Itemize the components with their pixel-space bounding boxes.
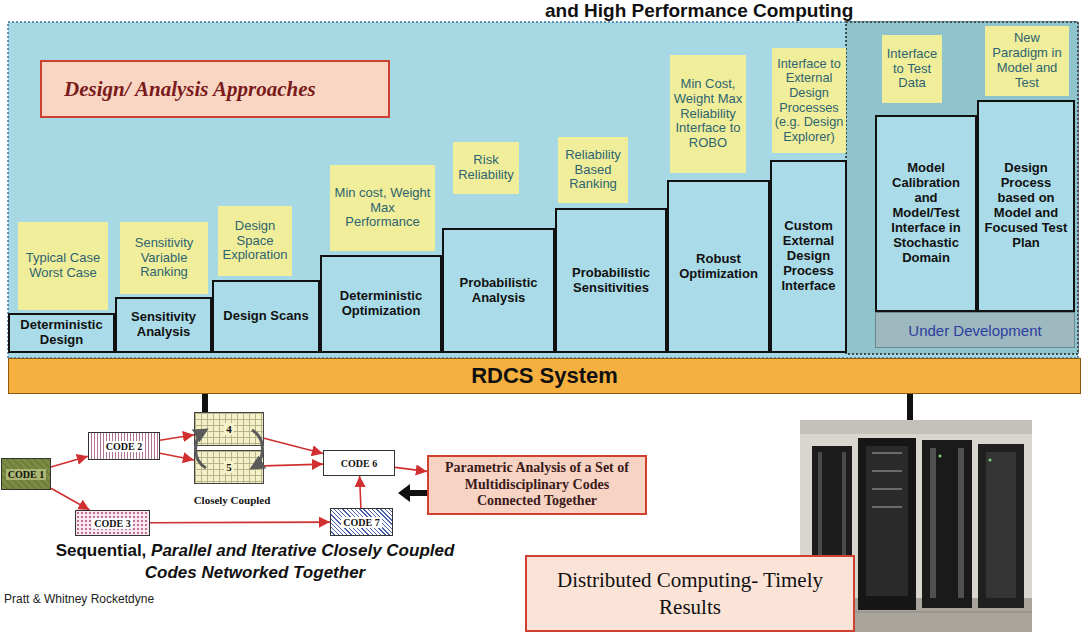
code-box: CODE 3: [75, 510, 150, 536]
annotation-note: Min cost, Weight Max Performance: [330, 165, 435, 251]
callout-box: Distributed Computing- Timely Results: [525, 555, 855, 632]
method-step-box: Design Process based on Model and Focuse…: [977, 100, 1075, 312]
method-step-box: Deterministic Design: [8, 313, 115, 353]
code-box: CODE 1: [1, 458, 51, 490]
connector: [395, 467, 427, 471]
node-text: Risk Reliability: [455, 153, 517, 183]
method-step-box: Deterministic Optimization: [320, 255, 442, 353]
node-text: Under Development: [908, 322, 1041, 339]
connector: [51, 456, 88, 467]
node-text: Model Calibration and Model/Test Interfa…: [880, 161, 972, 266]
node-text: 5: [224, 461, 234, 473]
coupled-code-box: 4: [194, 412, 264, 446]
method-step-box: Model Calibration and Model/Test Interfa…: [875, 115, 977, 312]
node-text: Design Scans: [223, 309, 308, 324]
method-step-box: Robust Optimization: [667, 180, 770, 353]
node-text: CODE 7: [341, 517, 381, 528]
node-text: Sensitivity Variable Ranking: [122, 236, 206, 281]
annotation-note: Design Space Exploration: [218, 206, 292, 276]
node-text: CODE 2: [104, 441, 144, 452]
node-text: RDCS System: [471, 363, 618, 389]
node-text: Design/ Analysis Approaches: [64, 77, 316, 102]
node-text: 4: [224, 423, 234, 435]
node-text: CODE 1: [6, 469, 46, 480]
caption-block: Sequential, Parallel and Iterative Close…: [30, 540, 480, 584]
node-text: Design Space Exploration: [220, 219, 290, 264]
node-text: Parametric Analysis of a Set of Multidis…: [435, 460, 639, 510]
node-text: Typical Case Worst Case: [20, 251, 106, 281]
caption-text: Parallel and Iterative Closely Coupled C…: [145, 541, 455, 582]
node-text: Deterministic Optimization: [325, 289, 437, 319]
iteration-arrows: [184, 410, 280, 490]
annotation-note: Interface to External Design Processes (…: [772, 48, 846, 153]
system-bar: RDCS System: [8, 358, 1081, 394]
connector: [51, 488, 90, 510]
code-box: CODE 7: [330, 508, 393, 536]
link-post: [907, 394, 913, 420]
node-text: Deterministic Design: [13, 318, 110, 348]
node-text: New Paradigm in Model and Test: [987, 31, 1067, 91]
annotation-note: Reliability Based Ranking: [558, 137, 628, 203]
method-step-box: Custom External Design Process Interface: [770, 160, 847, 353]
node-text: Min Cost, Weight Max Reliability Interfa…: [672, 77, 744, 152]
node-text: Probabilistic Sensitivities: [560, 266, 662, 296]
node-text: Probabilistic Analysis: [447, 276, 550, 306]
status-box: Under Development: [875, 312, 1075, 348]
node-text: Reliability Based Ranking: [560, 148, 626, 193]
annotation-note: Sensitivity Variable Ranking: [120, 222, 208, 294]
annotation-note: New Paradigm in Model and Test: [985, 26, 1069, 96]
annotation-note: Typical Case Worst Case: [18, 222, 108, 310]
method-step-box: Probabilistic Analysis: [442, 228, 555, 353]
coupled-group: Closely Coupled 4 5: [184, 410, 280, 506]
node-text: CODE 3: [92, 518, 132, 529]
annotation-note: Interface to Test Data: [882, 35, 942, 103]
connector: [160, 435, 194, 441]
node-text: Closely Coupled: [184, 494, 280, 506]
node-text: Design Process based on Model and Focuse…: [982, 161, 1070, 251]
connector: [264, 438, 323, 453]
callout-box: Parametric Analysis of a Set of Multidis…: [427, 455, 647, 515]
pointer-arrow: [398, 484, 427, 502]
approaches-panel: [8, 22, 1078, 358]
node-text: Interface to Test Data: [884, 47, 940, 92]
credit-text: Pratt & Whitney Rocketdyne: [4, 592, 154, 606]
node-text: Min cost, Weight Max Performance: [332, 186, 433, 231]
method-step-box: Sensitivity Analysis: [115, 297, 212, 353]
code-box: CODE 6: [323, 450, 395, 476]
node-text: CODE 6: [339, 458, 379, 469]
annotation-note: Min Cost, Weight Max Reliability Interfa…: [670, 55, 746, 173]
diagram-title: and High Performance Computing: [545, 0, 853, 22]
method-step-box: Design Scans: [212, 280, 320, 353]
connector: [264, 464, 323, 466]
development-region: [846, 22, 1078, 354]
node-text: Custom External Design Process Interface: [775, 219, 842, 294]
node-text: Interface to External Design Processes (…: [774, 57, 844, 145]
connector: [150, 521, 330, 523]
node-text: Sensitivity Analysis: [120, 310, 207, 340]
connector: [360, 476, 361, 508]
connector: [160, 453, 194, 460]
annotation-note: Risk Reliability: [453, 142, 519, 194]
node-text: Robust Optimization: [672, 252, 765, 282]
caption-text: Sequential,: [56, 541, 147, 560]
section-heading-box: Design/ Analysis Approaches: [40, 60, 390, 118]
node-text: Distributed Computing- Timely Results: [537, 567, 843, 620]
code-box: CODE 2: [88, 432, 160, 460]
method-step-box: Probabilistic Sensitivities: [555, 208, 667, 353]
